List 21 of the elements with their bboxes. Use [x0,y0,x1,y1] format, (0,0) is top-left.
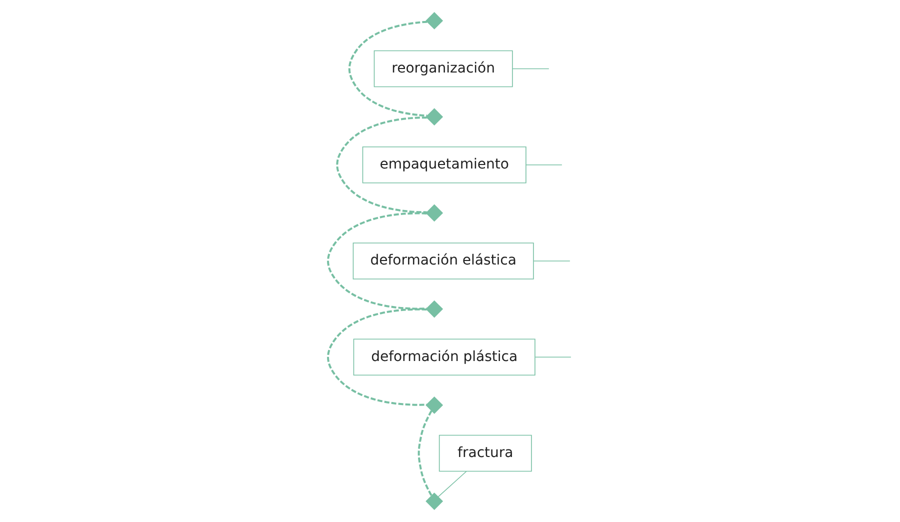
connector [418,410,432,496]
connector [336,116,427,214]
node-box: empaquetamiento [362,146,526,184]
connector [512,68,550,70]
node-diamond [426,492,444,510]
node-diamond [426,300,444,318]
connector [327,308,427,406]
connector [534,356,572,358]
connector [533,260,570,262]
connector [327,212,427,310]
node-box: reorganización [374,50,513,88]
connector [438,471,467,498]
connector [348,20,428,117]
node-diamond [426,108,444,126]
connector [526,164,562,166]
node-box: deformación elástica [352,242,534,280]
node-diamond [426,204,444,222]
node-diamond [426,12,444,30]
node-box: deformación plástica [353,338,536,376]
node-diamond [426,396,444,414]
node-box: fractura [438,434,532,472]
